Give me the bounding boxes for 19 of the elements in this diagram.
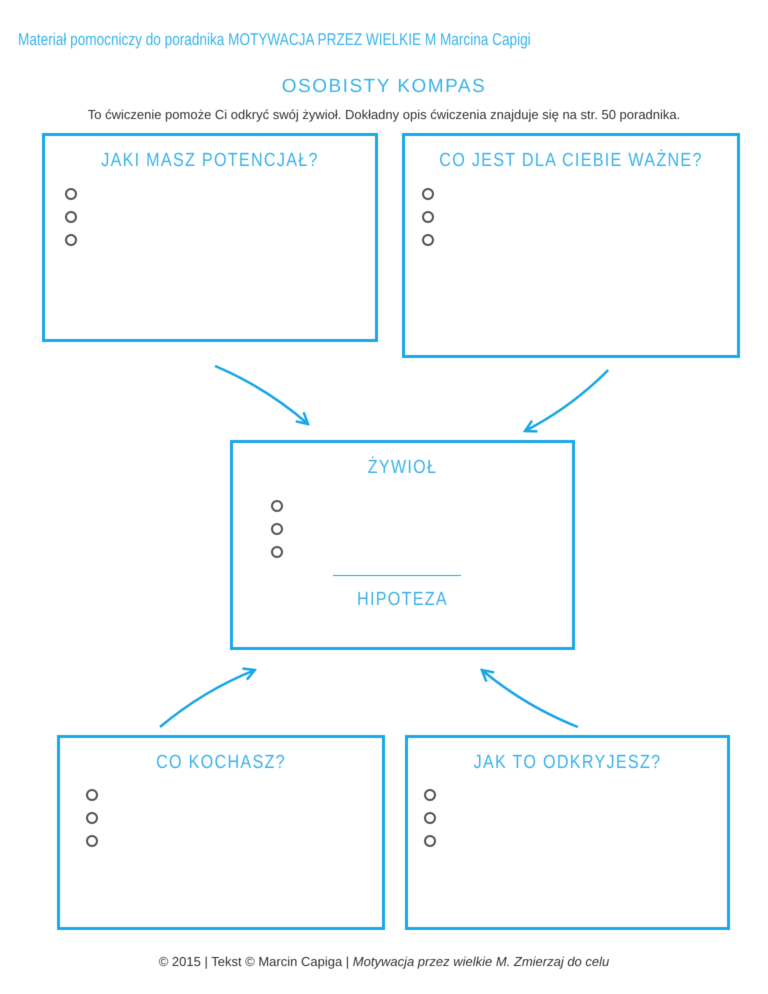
title: OSOBISTY KOMPAS [280,76,488,98]
answer-box [57,735,385,930]
arrow [214,364,310,426]
header-text: Materiał pomocniczy do poradnika MOTYWACJA PRZEZ WIELKIE M Marcina Capigi [18,30,531,50]
box-heading: JAK TO ODKRYJESZ? [472,752,662,774]
arrow [480,668,578,728]
box-heading: ŻYWIOŁ [366,457,438,479]
box-heading: HIPOTEZA [356,589,449,611]
footer-text: © 2015 | Tekst © Marcin Capiga | Motywacja przez wielkie M. Zmierzaj do celu [158,954,610,969]
box-heading: JAKI MASZ POTENCJAŁ? [100,150,320,172]
instruction-text: To ćwiczenie pomoże Ci odkryć swój żywioł. Dokładny opis ćwiczenia znajduje się na str. 50 poradnika. [86,107,682,122]
arrow [524,369,610,432]
answer-box [42,133,378,342]
box-heading: CO KOCHASZ? [155,752,287,774]
box-heading: CO JEST DLA CIEBIE WAŻNE? [438,150,704,172]
answer-box [405,735,730,930]
arrow [159,667,256,728]
answer-box [402,133,740,358]
answer-box [230,440,575,650]
